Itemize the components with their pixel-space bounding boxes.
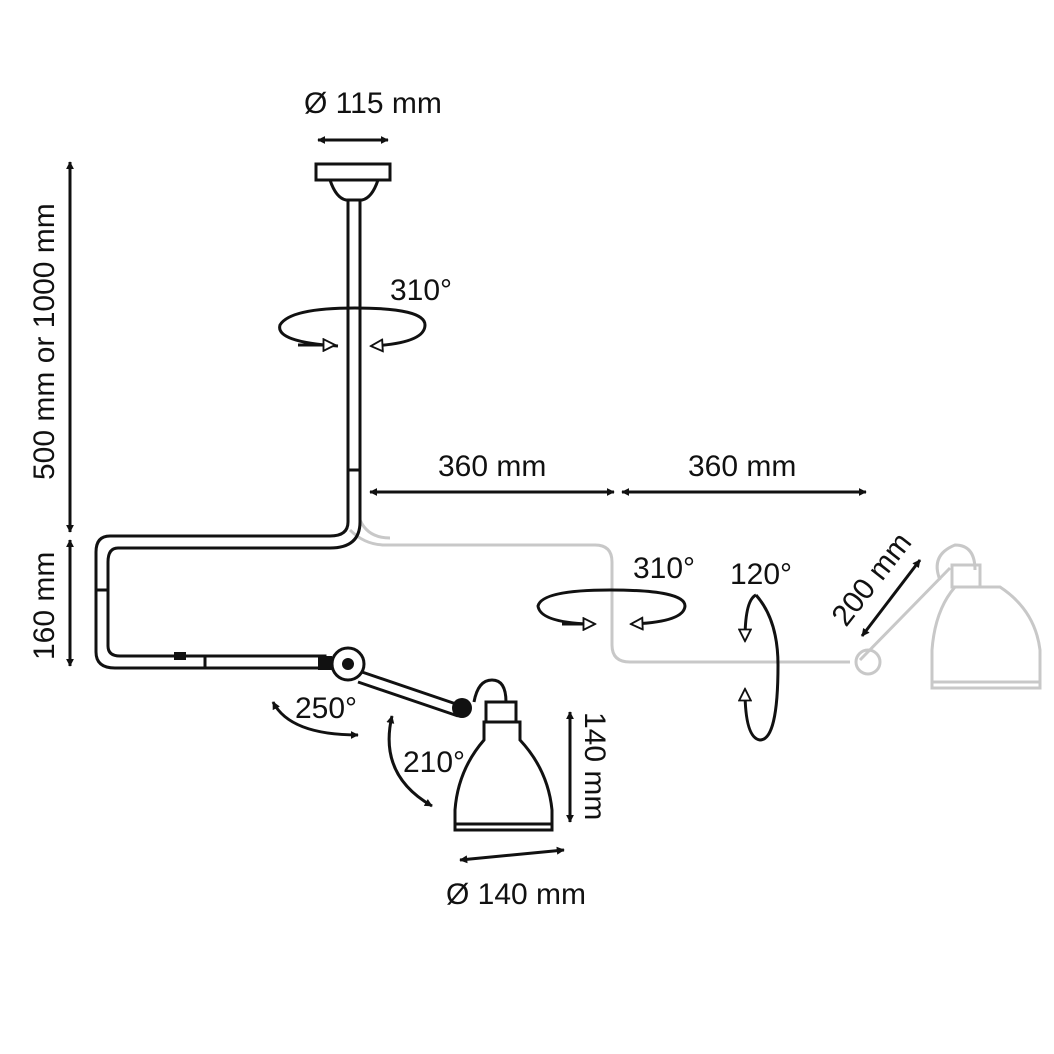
rotation-arm-label: 310° [633,552,695,585]
arm-length-1-label: 360 mm [438,450,546,483]
dimension-labels: Ø 115 mm 500 mm or 1000 mm 160 mm 360 mm… [28,87,918,911]
elbow-height-label: 160 mm [28,552,61,660]
shade-diameter-label: Ø 140 mm [446,878,586,911]
ghost-lamp-position [348,519,1042,690]
canopy-diameter-label: Ø 115 mm [304,87,442,120]
dimension-lines [66,136,922,864]
shade-height-label: 140 mm [578,712,611,820]
drop-length-label: 500 mm or 1000 mm [28,203,61,480]
arm-length-2-label: 360 mm [688,450,796,483]
rotation-top-label: 310° [390,274,452,307]
lamp-drawing [94,162,554,832]
ceiling-canopy [314,162,392,182]
rotation-elbow-label: 250° [295,692,357,725]
rotation-tilt-label: 120° [730,558,792,591]
lamp-shade [453,720,554,832]
rotation-shade-label: 210° [403,746,465,779]
rotation-indicators [271,306,780,808]
